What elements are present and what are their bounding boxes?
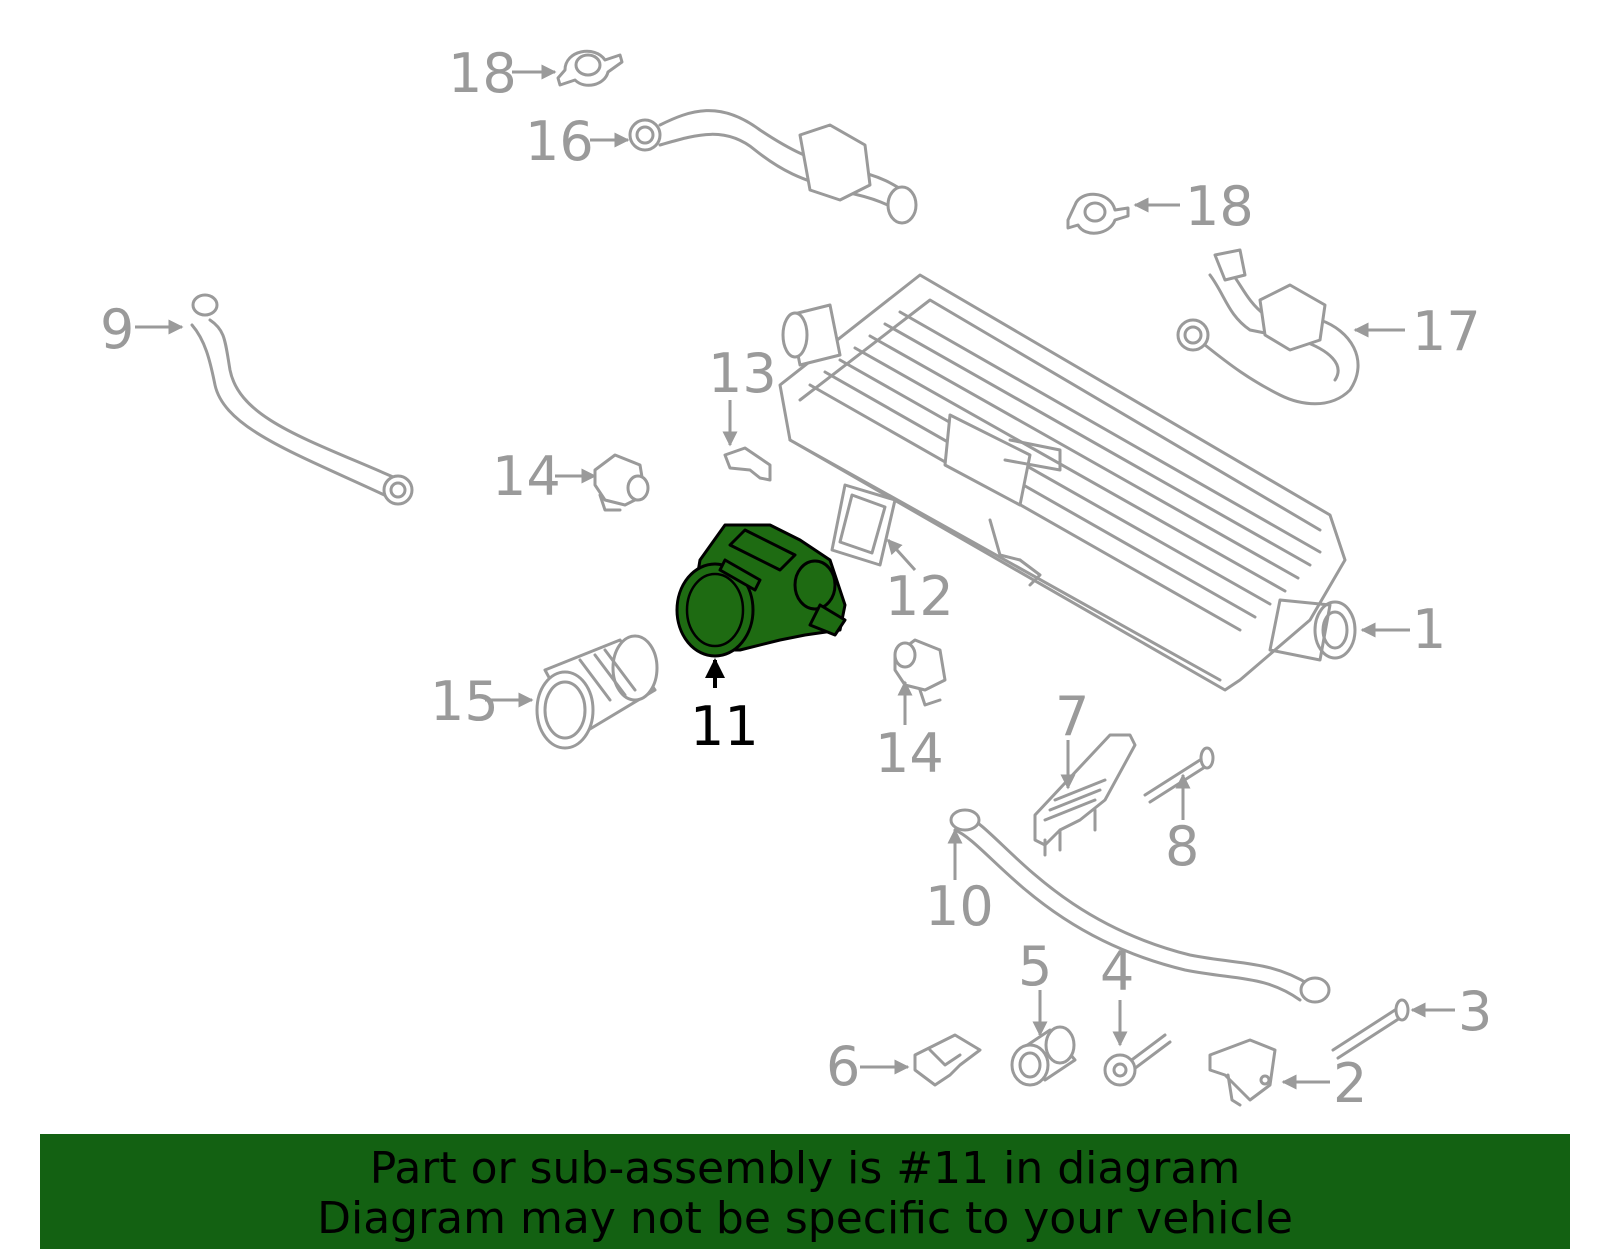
callout-17: 17 bbox=[1412, 300, 1481, 363]
part-11-throttle-body bbox=[675, 523, 847, 658]
part-3-bolt bbox=[1331, 998, 1410, 1060]
callout-6: 6 bbox=[826, 1035, 860, 1098]
part-8-bolt bbox=[1143, 746, 1215, 804]
part-15-duct bbox=[535, 634, 659, 750]
part-14a-sensor bbox=[593, 453, 650, 512]
part-4-bolt bbox=[1103, 1033, 1172, 1087]
part-2-bracket bbox=[1208, 1038, 1277, 1107]
part-14b-sensor bbox=[893, 638, 947, 707]
callout-15: 15 bbox=[430, 670, 499, 733]
callout-18-lower: 18 bbox=[1185, 175, 1254, 238]
callout-3: 3 bbox=[1458, 980, 1492, 1043]
part-13-clip bbox=[723, 446, 772, 482]
part-12-gasket bbox=[830, 483, 897, 567]
banner-line-2: Diagram may not be specific to your vehi… bbox=[317, 1193, 1293, 1244]
callout-18-upper: 18 bbox=[448, 42, 517, 105]
callout-9: 9 bbox=[100, 298, 134, 361]
part-1-intercooler bbox=[778, 273, 1357, 692]
part-10-tube bbox=[949, 808, 1331, 1004]
banner-line-1: Part or sub-assembly is #11 in diagram bbox=[369, 1143, 1241, 1194]
callout-14-upper: 14 bbox=[492, 445, 561, 508]
callout-4: 4 bbox=[1100, 940, 1134, 1003]
part-17-hose bbox=[1176, 248, 1360, 406]
part-5-sleeve bbox=[1010, 1025, 1077, 1087]
info-banner: Part or sub-assembly is #11 in diagram D… bbox=[40, 1134, 1570, 1249]
callout-14-lower: 14 bbox=[875, 722, 944, 785]
part-9-hose bbox=[190, 293, 414, 506]
callout-11: 11 bbox=[690, 695, 759, 758]
callout-16: 16 bbox=[525, 110, 594, 173]
callout-1: 1 bbox=[1412, 598, 1446, 661]
callout-5: 5 bbox=[1018, 935, 1052, 998]
callout-12: 12 bbox=[885, 565, 954, 628]
part-7-bracket bbox=[1033, 733, 1137, 857]
callout-7: 7 bbox=[1055, 685, 1089, 748]
part-18b-clamp bbox=[1066, 192, 1130, 235]
part-16-hose bbox=[628, 109, 918, 225]
callout-2: 2 bbox=[1333, 1052, 1367, 1115]
part-6-clip bbox=[913, 1033, 982, 1087]
callout-13: 13 bbox=[708, 342, 777, 405]
callout-8: 8 bbox=[1165, 815, 1199, 878]
callout-10: 10 bbox=[925, 875, 994, 938]
part-18a-clamp bbox=[556, 49, 624, 87]
